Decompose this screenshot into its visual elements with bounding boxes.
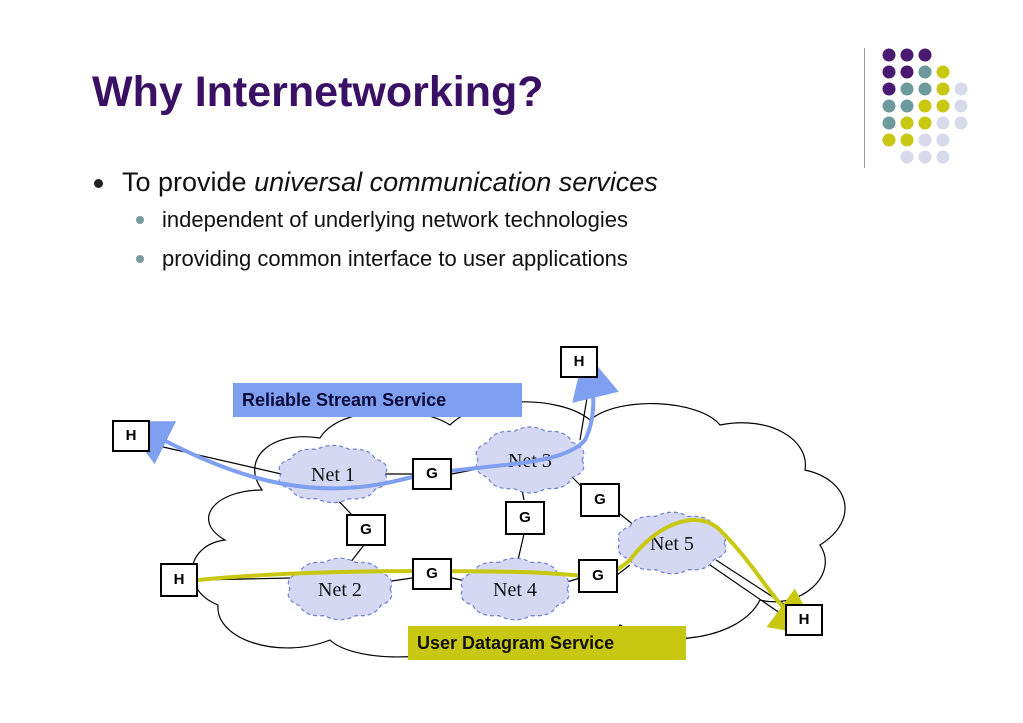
decor-dot — [936, 99, 950, 113]
decor-dot — [882, 116, 896, 130]
decor-dot — [954, 116, 968, 130]
decor-dot — [918, 116, 932, 130]
net-cloud-5: Net 5 — [617, 511, 727, 575]
decor-dot — [918, 99, 932, 113]
decor-dot — [882, 82, 896, 96]
decor-dot — [900, 65, 914, 79]
net-cloud-4: Net 4 — [460, 557, 570, 621]
host-right: H — [785, 604, 823, 636]
host-top: H — [560, 346, 598, 378]
decor-dot — [900, 150, 914, 164]
decor-dot — [936, 82, 950, 96]
decor-dot — [918, 133, 932, 147]
decor-dot — [918, 82, 932, 96]
decor-dot — [936, 133, 950, 147]
decor-dot — [900, 116, 914, 130]
main-bullet: To provide universal communication servi… — [92, 164, 658, 200]
main-bullet-prefix: To provide — [122, 167, 255, 197]
slide-title: Why Internetworking? — [92, 68, 544, 116]
sub-bullet-1: independent of underlying network techno… — [122, 200, 658, 239]
sub-bullet-group: independent of underlying network techno… — [92, 200, 658, 278]
main-bullet-emphasis: universal communication services — [254, 167, 658, 197]
user-datagram-service-box: User Datagram Service — [408, 626, 686, 660]
gateway-net3-net4: G — [505, 501, 545, 535]
decor-dot — [918, 65, 932, 79]
decor-dot — [936, 116, 950, 130]
net-label-2: Net 2 — [318, 579, 362, 601]
net-label-5: Net 5 — [650, 533, 694, 555]
decor-dot — [918, 48, 932, 62]
decor-dot — [882, 48, 896, 62]
net-label-4: Net 4 — [493, 579, 537, 601]
user-datagram-service-label: User Datagram Service — [417, 633, 615, 653]
decor-dot — [882, 133, 896, 147]
gateway-net2-net4: G — [412, 558, 452, 590]
host-left-top: H — [112, 420, 150, 452]
decor-dot — [954, 82, 968, 96]
decor-dot — [882, 65, 896, 79]
decor-dot — [918, 150, 932, 164]
decor-dot — [936, 65, 950, 79]
sub-bullet-2: providing common interface to user appli… — [122, 239, 658, 278]
decor-dot — [900, 48, 914, 62]
decor-dot — [900, 82, 914, 96]
gateway-net4-net5: G — [578, 559, 618, 593]
net-cloud-1: Net 1 — [278, 444, 388, 504]
decor-dot — [936, 150, 950, 164]
decor-dot — [954, 99, 968, 113]
reliable-stream-service-label: Reliable Stream Service — [242, 390, 447, 410]
net-cloud-2: Net 2 — [287, 557, 393, 621]
decor-dot — [900, 99, 914, 113]
decor-dot — [882, 99, 896, 113]
decorative-dot-grid — [882, 48, 968, 164]
bullet-list: To provide universal communication servi… — [92, 164, 658, 278]
reliable-stream-service-box: Reliable Stream Service — [233, 383, 522, 417]
gateway-net1-net2: G — [346, 514, 386, 546]
net-label-1: Net 1 — [311, 464, 355, 486]
gateway-net1-net3: G — [412, 458, 452, 490]
host-left-bottom: H — [160, 563, 198, 597]
decor-dot — [900, 133, 914, 147]
divider-line — [864, 48, 865, 168]
gateway-net3-net5: G — [580, 483, 620, 517]
